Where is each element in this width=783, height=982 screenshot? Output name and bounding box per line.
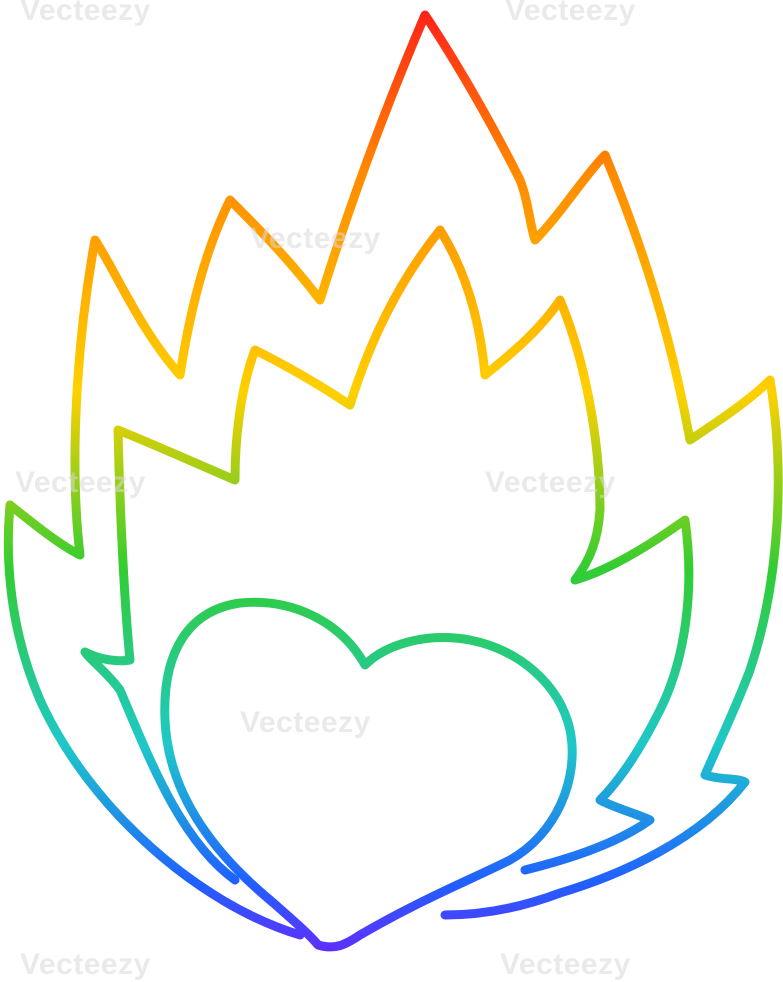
watermark: Vecteezy <box>240 706 371 739</box>
watermark: Vecteezy <box>20 948 151 981</box>
watermark: Vecteezy <box>250 222 381 255</box>
heart-icon <box>160 597 577 952</box>
watermark: Vecteezy <box>15 466 146 499</box>
inner-flame-icon <box>80 225 694 885</box>
watermark: Vecteezy <box>485 466 616 499</box>
watermark: Vecteezy <box>20 0 151 27</box>
watermark: Vecteezy <box>500 948 631 981</box>
outer-flame-icon <box>3 10 783 940</box>
watermark: Vecteezy <box>505 0 636 27</box>
